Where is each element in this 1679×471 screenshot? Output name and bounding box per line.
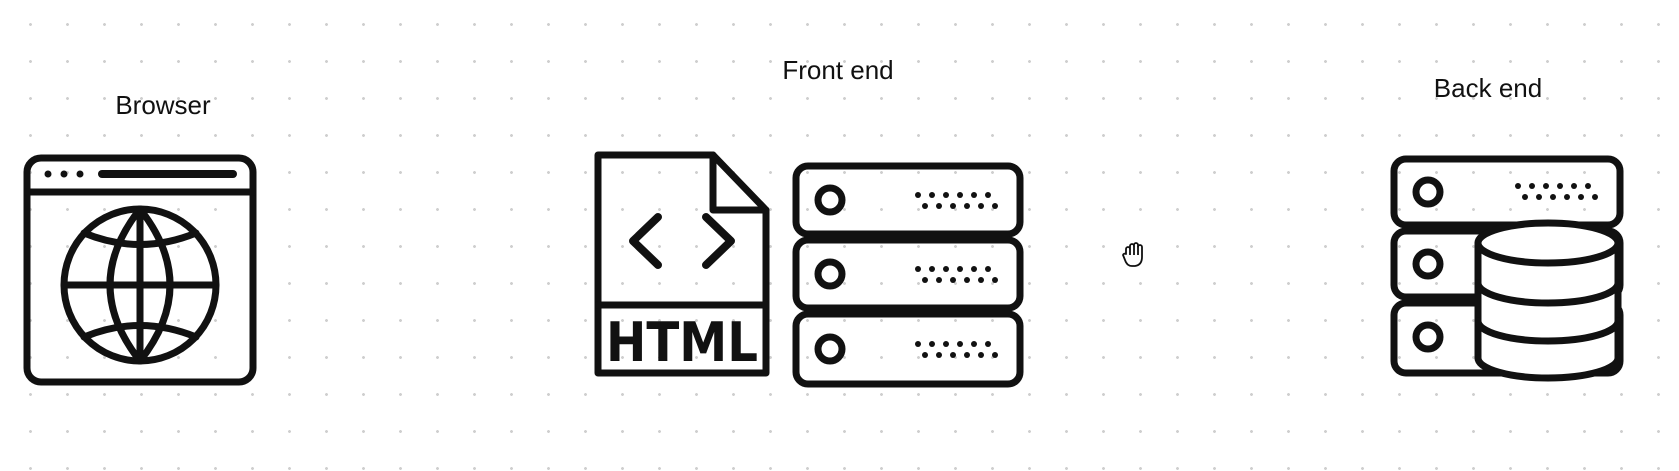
html-file-icon[interactable]: HTML bbox=[588, 145, 772, 381]
server-stack-icon[interactable] bbox=[790, 160, 1026, 390]
browser-globe-icon[interactable] bbox=[20, 152, 260, 388]
server-database-icon[interactable] bbox=[1388, 153, 1626, 383]
database-cylinder-icon bbox=[1478, 223, 1618, 378]
html-file-label: HTML bbox=[606, 311, 758, 374]
server-unit-3 bbox=[796, 314, 1020, 384]
back-end-label: Back end bbox=[1433, 73, 1543, 103]
browser-label: Browser bbox=[115, 90, 211, 120]
server-unit-1 bbox=[796, 166, 1020, 234]
hand-grab-cursor-icon bbox=[1120, 240, 1150, 270]
backend-server-unit-1 bbox=[1394, 159, 1620, 225]
server-unit-2 bbox=[796, 240, 1020, 308]
front-end-label: Front end bbox=[782, 55, 894, 85]
